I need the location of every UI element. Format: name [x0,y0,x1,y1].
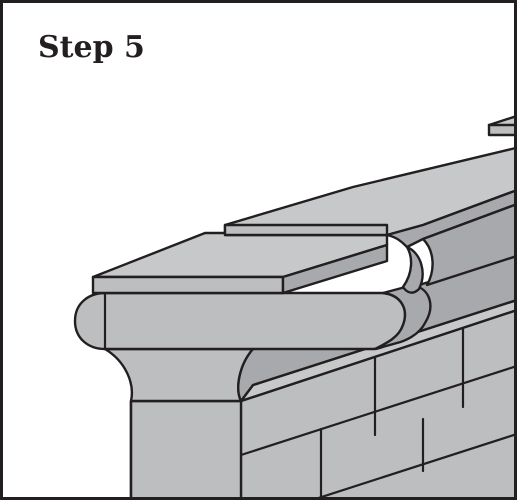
step-title: Step 5 [38,30,145,65]
pier-column [129,399,243,497]
wall-coping-cap [223,147,514,294]
wall-cap-illustration [73,115,514,497]
far-coping-cap [487,115,514,137]
pier-cap-band [73,283,432,351]
pier-cap-slab [91,231,389,295]
